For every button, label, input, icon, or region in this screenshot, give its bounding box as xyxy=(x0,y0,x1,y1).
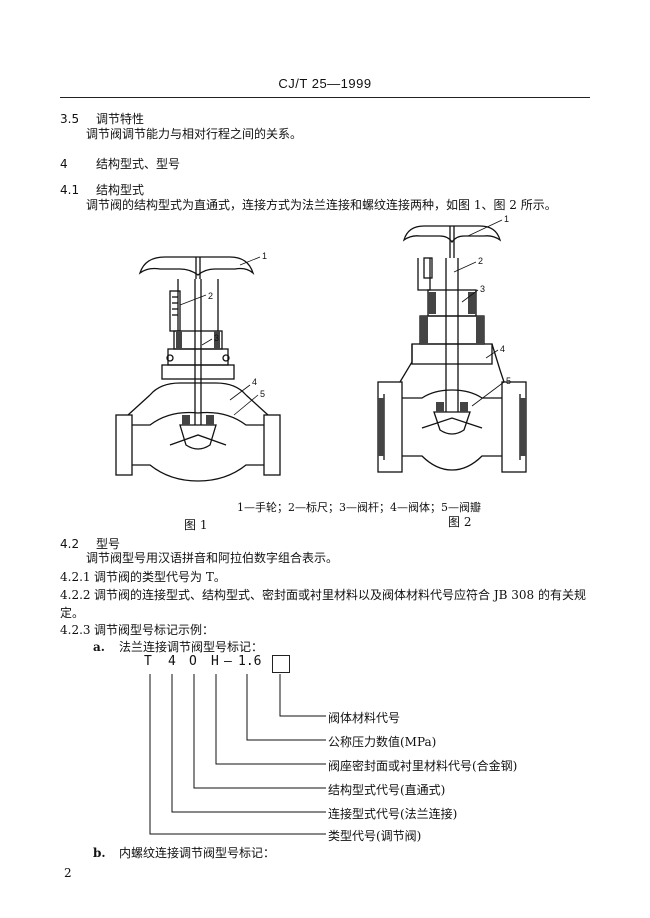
section-3-5-heading: 3.5 调节特性 xyxy=(60,110,144,127)
fig2-callout-3: 3 xyxy=(480,284,485,294)
code-char-structure: O xyxy=(189,654,197,669)
section-title: 结构型式、型号 xyxy=(96,157,181,171)
code-char-pressure: 1.6 xyxy=(238,654,262,669)
section-4-1-heading: 4.1 结构型式 xyxy=(60,181,144,198)
section-title: 型号 xyxy=(96,537,121,551)
code-legend-structure: 结构型式代号(直通式) xyxy=(328,783,446,797)
section-4-1-text: 调节阀的结构型式为直通式，连接方式为法兰连接和螺纹连接两种，如图 1、图 2 所… xyxy=(86,198,557,212)
code-char-seal: H xyxy=(211,654,219,669)
item-text: 法兰连接调节阀型号标记： xyxy=(119,640,264,654)
fig2-callout-2: 2 xyxy=(478,256,483,266)
section-number: 3.5 xyxy=(60,112,80,126)
section-number: 4.1 xyxy=(60,183,80,197)
fig1-callout-4: 4 xyxy=(252,377,257,387)
section-text: 调节阀的类型代号为 T。 xyxy=(94,570,226,584)
page-header: CJ/T 25—1999 xyxy=(278,76,372,91)
code-char-connection: 4 xyxy=(168,654,176,669)
section-title: 结构型式 xyxy=(96,183,145,197)
model-code-bracket-lines xyxy=(149,674,326,835)
code-legend-seal: 阀座密封面或衬里材料代号(合金钢) xyxy=(328,759,518,773)
section-number: 4.2.3 xyxy=(60,623,91,637)
section-text: 调节阀型号标记示例： xyxy=(94,623,215,637)
section-4-heading: 4 结构型式、型号 xyxy=(60,155,180,172)
item-label: b. xyxy=(93,846,106,860)
section-number: 4.2.2 xyxy=(60,588,91,602)
fig1-callout-1: 1 xyxy=(262,251,267,261)
fig1-callout-5: 5 xyxy=(260,389,265,399)
figure-1-label: 图 1 xyxy=(184,518,208,532)
code-legend-material: 阀体材料代号 xyxy=(328,711,401,725)
section-number: 4.2 xyxy=(60,537,80,551)
fig1-callout-2: 2 xyxy=(208,291,213,301)
header-rule xyxy=(60,97,590,98)
figure-2-label: 图 2 xyxy=(448,515,472,529)
item-b: b. 内螺纹连接调节阀型号标记： xyxy=(93,844,275,862)
item-text: 内螺纹连接调节阀型号标记： xyxy=(119,846,276,860)
section-4-2-heading: 4.2 型号 xyxy=(60,535,120,552)
section-number: 4.2.1 xyxy=(60,570,91,584)
section-text-line1: 调节阀的连接型式、结构型式、密封面或衬里材料以及阀体材料代号应符合 JB 308… xyxy=(94,588,586,602)
section-3-5-text: 调节阀调节能力与相对行程之间的关系。 xyxy=(86,127,303,141)
fig2-callout-4: 4 xyxy=(500,344,505,354)
code-legend-pressure: 公称压力数值(MPa) xyxy=(328,735,437,749)
section-4-2-2-line2: 定。 xyxy=(60,606,85,620)
page-number: 2 xyxy=(64,866,72,880)
code-char-dash: — xyxy=(224,654,232,669)
item-label: a. xyxy=(93,640,105,654)
material-code-box xyxy=(272,655,290,673)
code-char-type: T xyxy=(144,654,152,669)
section-4-2-text: 调节阀型号用汉语拼音和阿拉伯数字组合表示。 xyxy=(86,551,339,565)
code-legend-type: 类型代号(调节阀) xyxy=(328,829,422,843)
figure-1-drawing: 1 2 3 4 5 xyxy=(115,251,281,482)
section-number: 4 xyxy=(60,157,68,171)
section-title: 调节特性 xyxy=(96,112,145,126)
fig2-callout-5: 5 xyxy=(506,376,511,386)
figure-legend: 1—手轮；2—标尺；3—阀杆；4—阀体；5—阀瓣 xyxy=(237,501,481,514)
figure-2-drawing: 1 2 3 4 5 xyxy=(377,214,527,473)
code-legend-connection: 连接型式代号(法兰连接) xyxy=(328,807,458,821)
fig1-callout-3: 3 xyxy=(214,333,219,343)
fig2-callout-1: 1 xyxy=(504,214,509,224)
item-a: a. 法兰连接调节阀型号标记： xyxy=(93,638,263,656)
